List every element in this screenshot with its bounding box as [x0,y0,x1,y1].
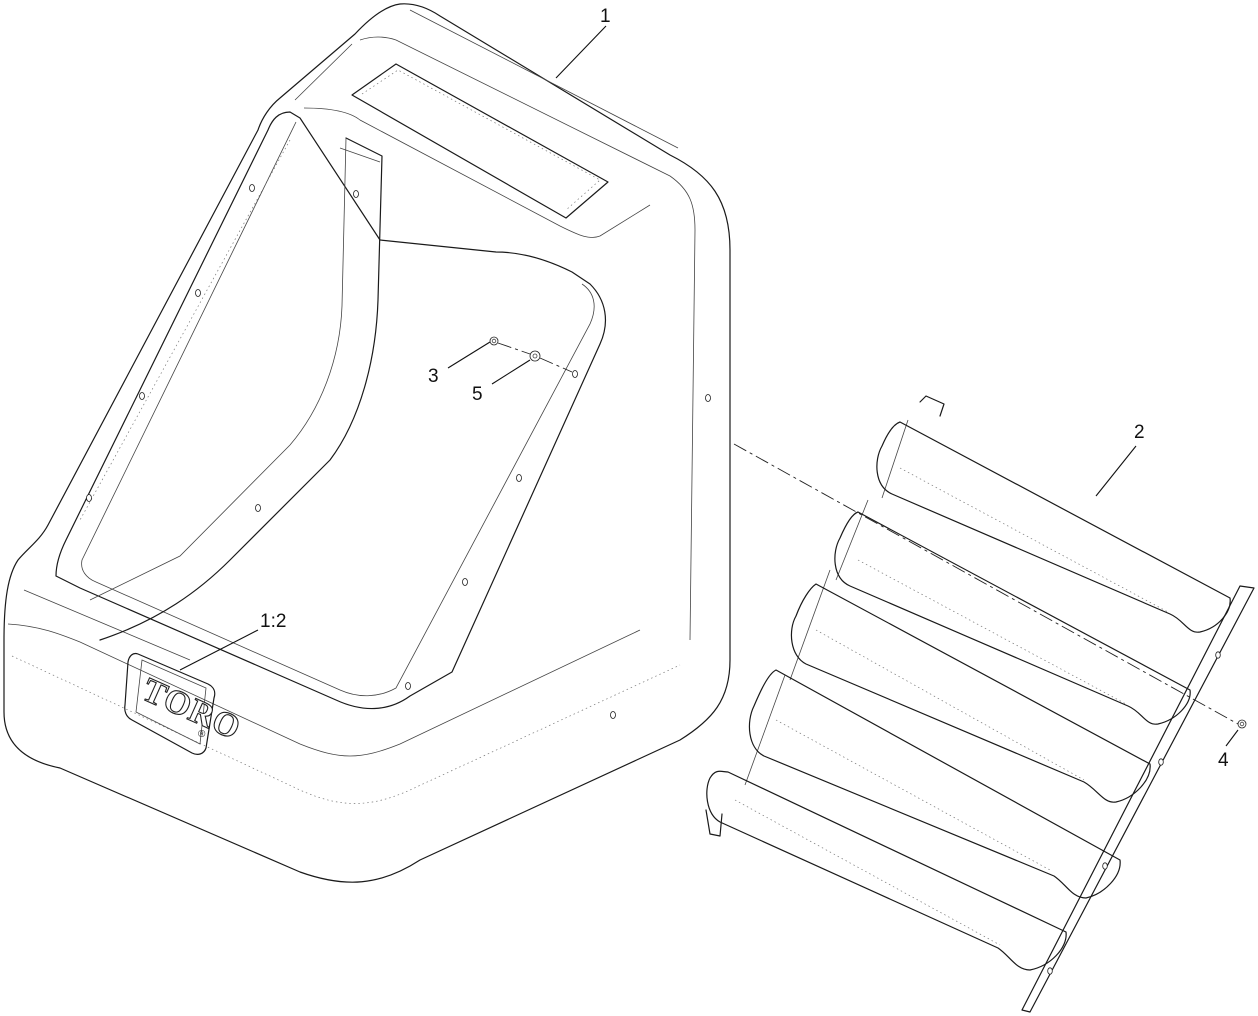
step-assembly [705,395,1255,1013]
callout-5-label: 5 [472,384,483,405]
nut-part-4 [1237,719,1247,729]
callout-3-label: 3 [428,366,439,387]
brand-logo-text: TORO [137,672,247,748]
callout-2-label: 2 [1134,422,1145,443]
callout-3: 3 [428,341,491,387]
callout-1-2: 1:2 [179,611,286,671]
screw-part-3 [489,336,499,346]
toro-decal: TORO ® [124,652,247,755]
callout-4-label: 4 [1218,750,1229,771]
callout-1-2-label: 1:2 [260,611,286,632]
callout-4: 4 [1218,729,1239,771]
callout-2: 2 [1095,422,1145,497]
washer-part-5 [529,350,541,362]
hood-shroud [3,3,731,883]
assembly-line-3-5 [497,342,573,373]
assembly-centerline [733,443,1239,725]
callout-1: 1 [555,6,611,79]
registered-mark: ® [198,729,206,740]
callout-5: 5 [472,359,531,405]
callout-1-label: 1 [600,6,611,27]
